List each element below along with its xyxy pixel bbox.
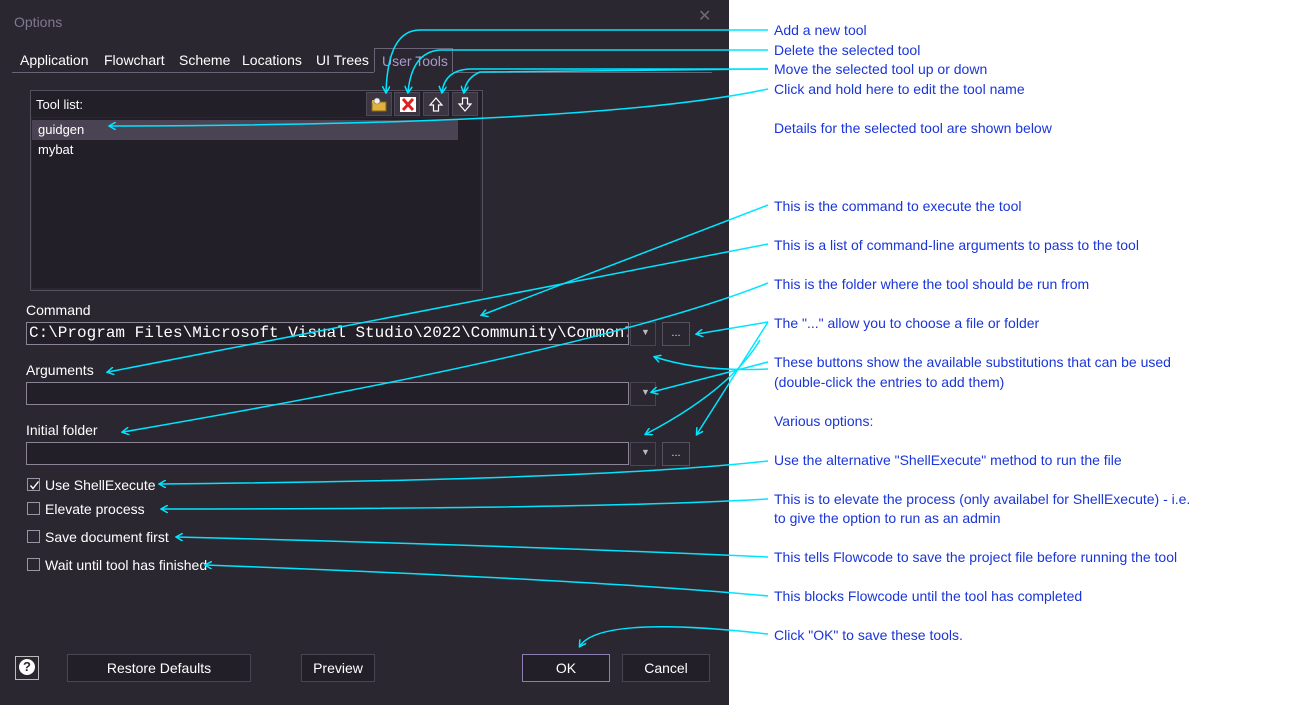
cancel-button[interactable]: Cancel <box>622 654 710 682</box>
options-dialog: Options ✕ Application Flowchart Scheme L… <box>0 0 729 705</box>
checkbox-box[interactable] <box>27 502 40 515</box>
check-icon <box>29 481 40 490</box>
annotation-arguments: This is a list of command-line arguments… <box>774 237 1139 253</box>
annotation-delete-tool: Delete the selected tool <box>774 42 921 58</box>
folder-substitutions-button[interactable]: ▼ <box>630 442 656 466</box>
annotation-ok: Click "OK" to save these tools. <box>774 627 963 643</box>
annotation-substitutions-hint: (double-click the entries to add them) <box>774 374 1005 390</box>
annotation-various-options: Various options: <box>774 413 874 429</box>
tab-application[interactable]: Application <box>20 52 89 68</box>
list-item[interactable]: mybat <box>38 142 74 157</box>
chevron-down-icon: ▼ <box>641 327 650 337</box>
delete-icon <box>400 97 416 112</box>
preview-button[interactable]: Preview <box>301 654 375 682</box>
ok-button[interactable]: OK <box>522 654 610 682</box>
arguments-substitutions-button[interactable]: ▼ <box>630 382 656 406</box>
tab-scheme[interactable]: Scheme <box>179 52 231 68</box>
tab-divider <box>12 72 374 73</box>
tool-list[interactable]: guidgen mybat <box>32 118 480 288</box>
annotation-substitutions: These buttons show the available substit… <box>774 354 1171 370</box>
window-title: Options <box>14 14 63 30</box>
help-icon: ? <box>19 659 35 675</box>
initial-folder-input[interactable] <box>26 442 629 465</box>
restore-defaults-button[interactable]: Restore Defaults <box>67 654 251 682</box>
annotation-browse: The "..." allow you to choose a file or … <box>774 315 1040 331</box>
list-item[interactable]: guidgen <box>32 120 458 140</box>
annotation-elevate: This is to elevate the process (only ava… <box>774 491 1191 507</box>
tool-list-label: Tool list: <box>36 97 83 112</box>
command-browse-button[interactable]: ... <box>662 322 690 346</box>
tool-list-panel: Tool list: <box>30 90 483 291</box>
tab-flowchart[interactable]: Flowchart <box>104 52 165 68</box>
arguments-label: Arguments <box>26 362 94 378</box>
wait-finished-label: Wait until tool has finished <box>45 557 208 573</box>
annotation-edit-name: Click and hold here to edit the tool nam… <box>774 81 1025 97</box>
folder-browse-button[interactable]: ... <box>662 442 690 466</box>
tab-locations[interactable]: Locations <box>242 52 302 68</box>
close-icon[interactable]: ✕ <box>698 8 712 25</box>
arguments-input[interactable] <box>26 382 629 405</box>
elevate-process-label: Elevate process <box>45 501 145 517</box>
move-up-button[interactable] <box>423 92 449 116</box>
annotation-add-tool: Add a new tool <box>774 22 867 38</box>
command-input[interactable]: C:\Program Files\Microsoft Visual Studio… <box>26 322 629 345</box>
chevron-down-icon: ▼ <box>641 447 650 457</box>
save-document-label: Save document first <box>45 529 169 545</box>
delete-tool-button[interactable] <box>394 92 420 116</box>
arrow-up-icon <box>428 97 444 112</box>
add-tool-button[interactable] <box>366 92 392 116</box>
command-label: Command <box>26 302 91 318</box>
checkbox-box[interactable] <box>27 478 40 491</box>
annotation-details: Details for the selected tool are shown … <box>774 120 1052 136</box>
tab-ui-trees[interactable]: UI Trees <box>316 52 369 68</box>
annotation-shellexecute: Use the alternative "ShellExecute" metho… <box>774 452 1122 468</box>
help-button[interactable]: ? <box>15 656 39 680</box>
move-down-button[interactable] <box>452 92 478 116</box>
annotation-elevate-admin: to give the option to run as an admin <box>774 510 1001 526</box>
annotation-command: This is the command to execute the tool <box>774 198 1022 214</box>
add-tool-icon <box>371 97 387 112</box>
checkbox-box[interactable] <box>27 558 40 571</box>
use-shellexecute-label: Use ShellExecute <box>45 477 156 493</box>
annotation-save-first: This tells Flowcode to save the project … <box>774 549 1178 565</box>
tool-list-header[interactable]: Tool list: <box>31 91 482 117</box>
arrow-down-icon <box>457 97 473 112</box>
annotation-move-tool: Move the selected tool up or down <box>774 61 988 77</box>
chevron-down-icon: ▼ <box>641 387 650 397</box>
tab-divider-right <box>453 72 712 73</box>
initial-folder-label: Initial folder <box>26 422 98 438</box>
annotation-folder: This is the folder where the tool should… <box>774 276 1090 292</box>
annotation-wait: This blocks Flowcode until the tool has … <box>774 588 1083 604</box>
command-substitutions-button[interactable]: ▼ <box>630 322 656 346</box>
checkbox-box[interactable] <box>27 530 40 543</box>
tab-user-tools[interactable]: User Tools <box>374 48 453 72</box>
